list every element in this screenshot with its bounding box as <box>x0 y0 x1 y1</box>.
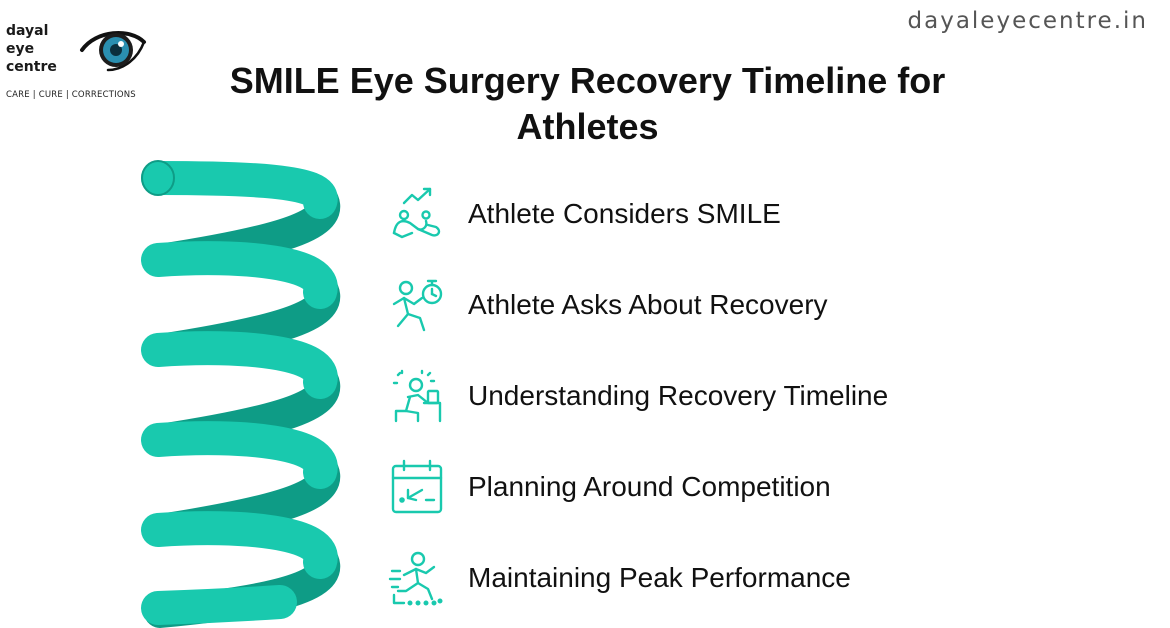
sprinter-icon <box>388 551 443 606</box>
timeline-step-3: Understanding Recovery Timeline <box>388 366 888 426</box>
timeline-step-label: Athlete Asks About Recovery <box>468 289 828 320</box>
timeline-step-1: Athlete Considers SMILE <box>388 184 781 244</box>
logo-word-1: dayal <box>6 23 49 39</box>
logo-word-3: centre <box>6 59 57 75</box>
timeline-step-4: Planning Around Competition <box>388 457 831 517</box>
spring-coil-graphic <box>141 160 341 628</box>
timeline-step-label: Athlete Considers SMILE <box>468 198 781 229</box>
website-url: dayaleyecentre.in <box>907 8 1148 34</box>
calendar-arrow-icon <box>391 459 443 514</box>
eye-logo-icon <box>80 30 146 72</box>
logo-word-2: eye <box>6 41 35 57</box>
runner-stopwatch-icon <box>392 279 443 332</box>
person-studying-icon <box>392 369 442 423</box>
brand-logo: dayal eye centre CARE | CURE | CORRECTIO… <box>6 22 156 107</box>
timeline-step-label: Understanding Recovery Timeline <box>468 380 889 411</box>
timeline-step-label: Planning Around Competition <box>468 471 831 502</box>
timeline-step-label: Maintaining Peak Performance <box>468 562 851 593</box>
athlete-trend-up-icon <box>392 187 441 239</box>
logo-tagline: CARE | CURE | CORRECTIONS <box>6 90 136 100</box>
logo-wordmark: dayal eye centre <box>6 22 57 76</box>
timeline-step-5: Maintaining Peak Performance <box>388 548 851 608</box>
timeline-step-2: Athlete Asks About Recovery <box>388 275 828 335</box>
page-title: SMILE Eye Surgery Recovery Timeline for … <box>229 60 946 147</box>
